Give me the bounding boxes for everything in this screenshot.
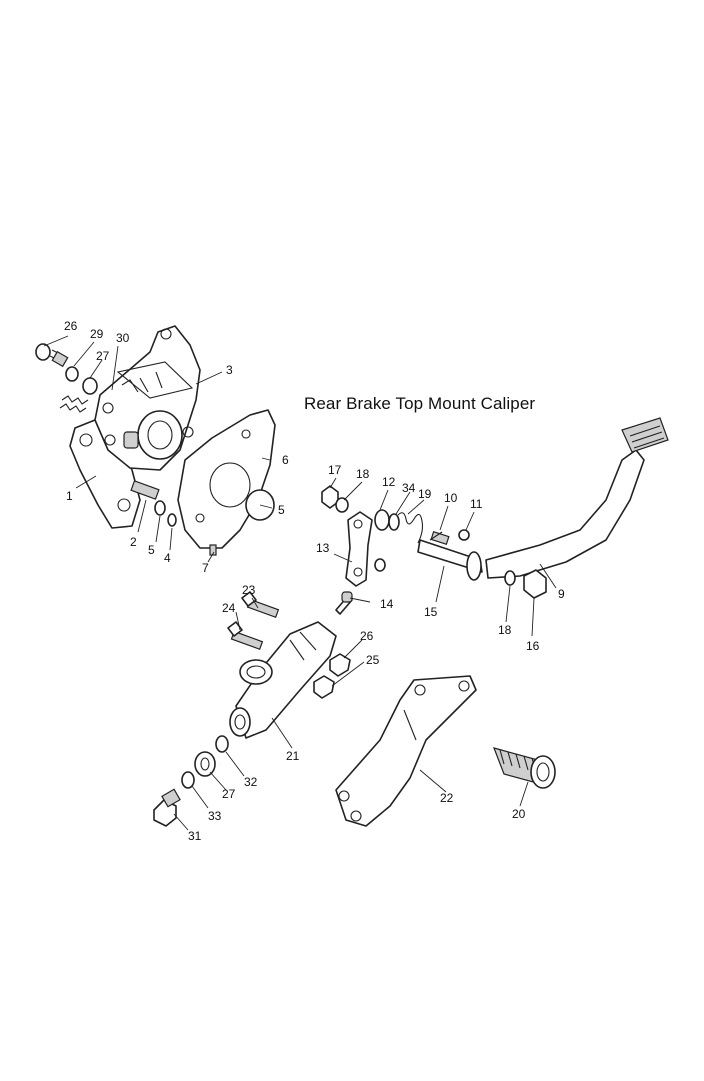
bleed-cap <box>35 343 51 361</box>
callout-32: 32 <box>244 775 258 789</box>
callout-18b: 18 <box>498 623 512 637</box>
callout-10: 10 <box>444 491 458 505</box>
callout-4: 4 <box>164 551 171 565</box>
callout-24: 24 <box>222 601 236 615</box>
callout-5b: 5 <box>278 503 285 517</box>
callout-2: 2 <box>130 535 137 549</box>
callout-12: 12 <box>382 475 396 489</box>
callout-1: 1 <box>66 489 73 503</box>
callout-27a: 27 <box>96 349 110 363</box>
spacer-bushing <box>493 747 556 789</box>
callout-21: 21 <box>286 749 300 763</box>
callout-19: 19 <box>418 487 432 501</box>
callout-26b: 26 <box>360 629 374 643</box>
callout-13: 13 <box>316 541 330 555</box>
pedal-footpad <box>621 417 669 453</box>
leader-lines <box>43 335 557 831</box>
callout-6: 6 <box>282 453 289 467</box>
master-cylinder <box>227 591 351 739</box>
callout-numbers: 1 2 3 4 5 5 6 7 9 10 11 12 13 14 15 16 1… <box>64 319 565 843</box>
callout-15: 15 <box>424 605 438 619</box>
callout-26a: 26 <box>64 319 78 333</box>
callout-20: 20 <box>512 807 526 821</box>
callout-31: 31 <box>188 829 202 843</box>
callout-33: 33 <box>208 809 222 823</box>
brake-pedal-arm <box>485 449 645 579</box>
callout-29: 29 <box>90 327 104 341</box>
callout-7: 7 <box>202 561 209 575</box>
brake-hose <box>153 674 229 827</box>
callout-25: 25 <box>366 653 380 667</box>
callout-23: 23 <box>242 583 256 597</box>
callout-16: 16 <box>526 639 540 653</box>
callout-34: 34 <box>402 481 416 495</box>
callout-14: 14 <box>380 597 394 611</box>
callout-17: 17 <box>328 463 342 477</box>
callout-9: 9 <box>558 587 565 601</box>
callout-30: 30 <box>116 331 130 345</box>
callout-27b: 27 <box>222 787 236 801</box>
callout-18a: 18 <box>356 467 370 481</box>
caliper-assembly <box>35 325 201 529</box>
callout-5a: 5 <box>148 543 155 557</box>
callout-22: 22 <box>440 791 454 805</box>
pedal-lever <box>345 511 373 587</box>
callout-3: 3 <box>226 363 233 377</box>
mounting-plate <box>335 675 477 827</box>
diagram-title: Rear Brake Top Mount Caliper <box>304 394 536 413</box>
pedal-linkage <box>321 417 669 615</box>
callout-11: 11 <box>470 497 483 511</box>
